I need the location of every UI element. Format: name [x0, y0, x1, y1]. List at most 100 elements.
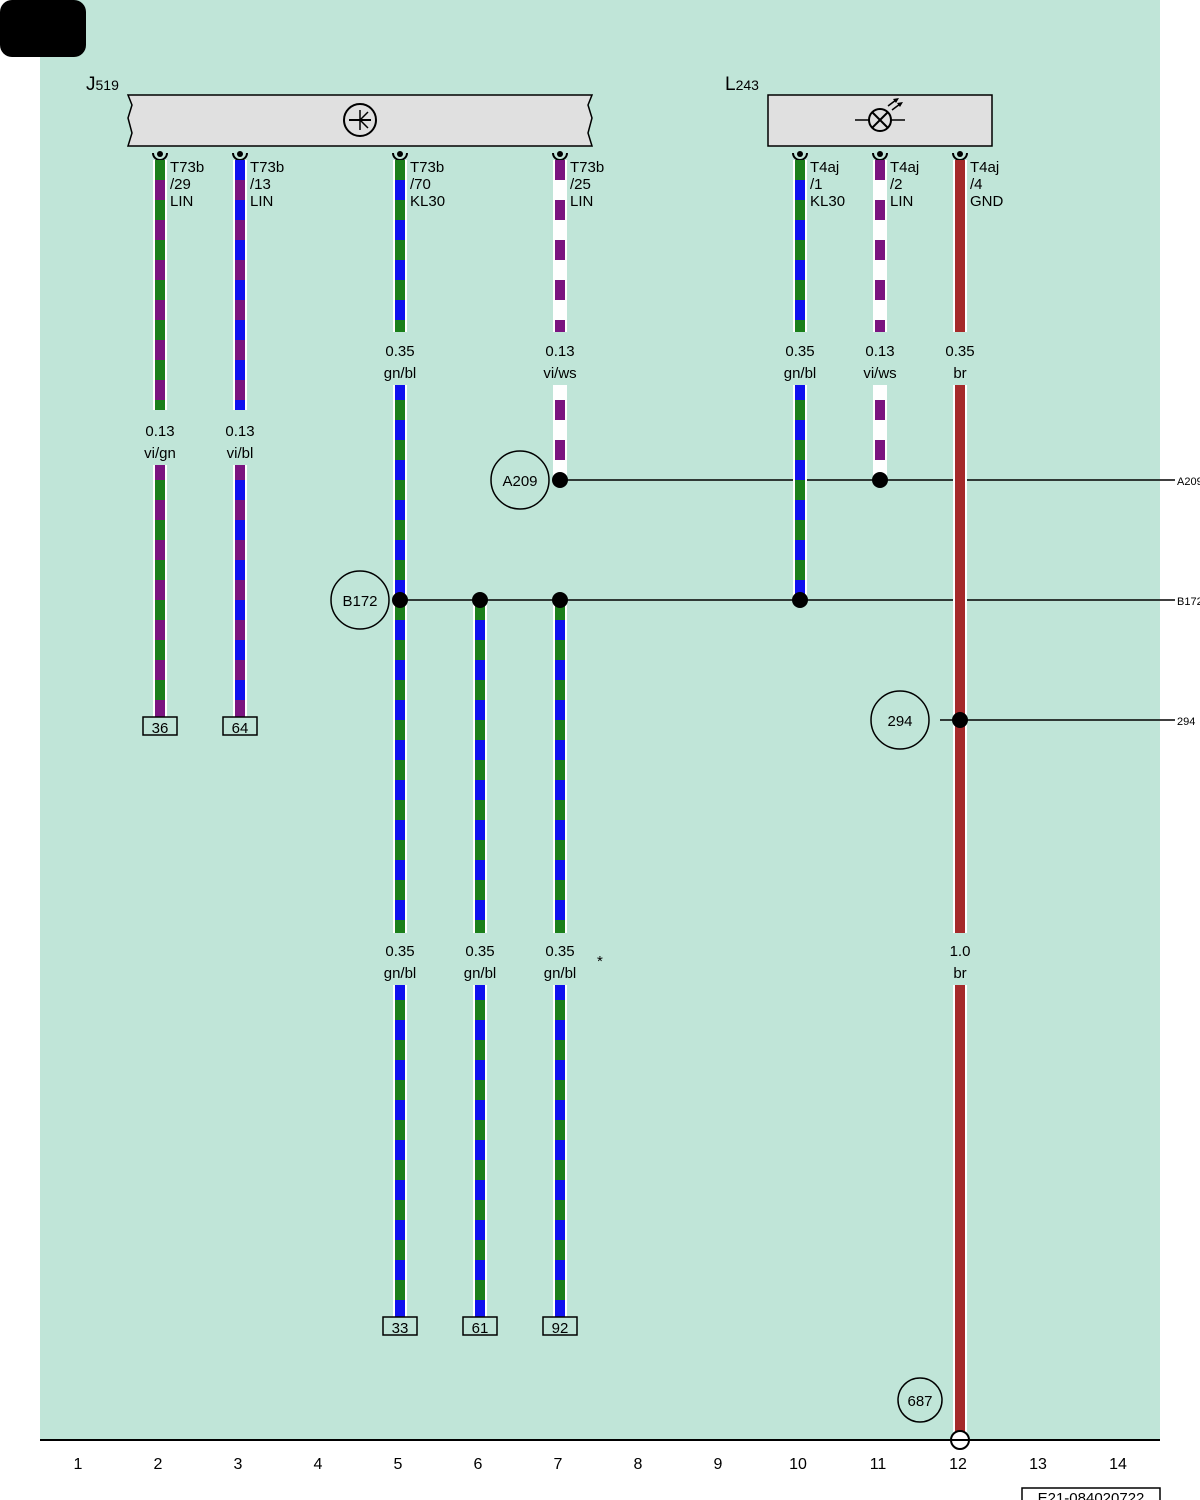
pin-label-signal: LIN	[570, 193, 593, 210]
wire-vi-ws	[875, 385, 885, 480]
wire-gn-bl	[395, 160, 405, 332]
pin-label-signal: KL30	[810, 193, 845, 210]
column-number: 7	[554, 1456, 563, 1473]
terminal-33: 33	[382, 1316, 418, 1337]
document-id-label: E21-084020722	[1038, 1490, 1145, 1500]
junction-294: 294	[870, 690, 930, 750]
wire-color-label: gn/bl	[544, 965, 577, 982]
terminal-label: 61	[472, 1320, 489, 1337]
junction-dot	[472, 592, 488, 608]
pin-label-connector: T73b	[570, 159, 604, 176]
wire-vi-bl	[235, 160, 245, 410]
pin-label-pin: /2	[890, 176, 903, 193]
wire-color-label: gn/bl	[784, 365, 817, 382]
pin-label-connector: T4aj	[970, 159, 999, 176]
pin-label-signal: LIN	[170, 193, 193, 210]
edge-ref-a209: A209	[1177, 476, 1200, 488]
pin-label-connector: T4aj	[890, 159, 919, 176]
column-number: 6	[474, 1456, 483, 1473]
column-number: 1	[74, 1456, 83, 1473]
junction-a209-label: A209	[502, 473, 537, 490]
pin-label-pin: /1	[810, 176, 823, 193]
page-tab	[0, 0, 86, 57]
wire-vi-ws	[875, 160, 885, 332]
lamp-icon	[855, 98, 905, 132]
wire-br	[955, 385, 965, 933]
terminal-label: 33	[392, 1320, 409, 1337]
edge-ref-294: 294	[1177, 716, 1195, 728]
wire-gn-bl	[395, 985, 405, 1317]
junction-687-label: 687	[907, 1393, 932, 1410]
column-number: 13	[1029, 1456, 1047, 1473]
wire-size-label: 0.35	[385, 343, 414, 360]
pin-label-signal: GND	[970, 193, 1004, 210]
pin-labels: T73b /29 LIN T73b /13 LIN T73b /70 KL30 …	[170, 159, 1004, 210]
wire-gn-bl	[795, 385, 805, 600]
pin-label-pin: /4	[970, 176, 983, 193]
terminal-label: 92	[552, 1320, 569, 1337]
wire-gn-bl	[475, 600, 485, 933]
wire-vi-ws	[555, 385, 565, 480]
wire-gn-bl	[555, 985, 565, 1317]
document-id: E21-084020722	[1021, 1487, 1161, 1500]
wire-size-label: 0.35	[385, 943, 414, 960]
wire-color-label: gn/bl	[384, 965, 417, 982]
wire-color-label: vi/bl	[227, 445, 254, 462]
wire-vi-gn	[155, 160, 165, 410]
pin-label-pin: /29	[170, 176, 191, 193]
pin-label-pin: /70	[410, 176, 431, 193]
junction-dot	[792, 592, 808, 608]
junction-dot	[872, 472, 888, 488]
pin-label-connector: T73b	[170, 159, 204, 176]
wire-size-label: 1.0	[950, 943, 971, 960]
junction-687: 687	[897, 1377, 943, 1423]
wire-gn-bl	[555, 600, 565, 933]
column-numbers: 1 2 3 4 5 6 7 8 9 10 11 12 13 14	[74, 1456, 1127, 1473]
terminal-61: 61	[462, 1316, 498, 1337]
junction-a209: A209	[490, 450, 550, 510]
wire-size-label: 0.13	[145, 423, 174, 440]
pin-label-pin: /25	[570, 176, 591, 193]
pin-label-connector: T4aj	[810, 159, 839, 176]
wire-size-label: 0.35	[545, 943, 574, 960]
wire-size-label: 0.13	[225, 423, 254, 440]
pin-label-connector: T73b	[410, 159, 444, 176]
wire-br	[955, 160, 965, 332]
wire-color-label: vi/gn	[144, 445, 176, 462]
wire-labels: 0.13 vi/gn 0.13 vi/bl 0.35 gn/bl 0.13 vi…	[144, 343, 974, 982]
junction-dot	[392, 592, 408, 608]
wire-vi-bl	[235, 465, 245, 717]
junction-dot	[952, 712, 968, 728]
wire-size-label: 0.35	[465, 943, 494, 960]
column-number: 10	[789, 1456, 807, 1473]
column-number: 5	[394, 1456, 403, 1473]
l243-label: L243	[725, 74, 759, 95]
pin-label-signal: KL30	[410, 193, 445, 210]
wire-color-label: vi/ws	[863, 365, 896, 382]
column-number: 14	[1109, 1456, 1127, 1473]
pin-label-pin: /13	[250, 176, 271, 193]
edge-ref-b172: B172	[1177, 596, 1200, 608]
control-unit-icon	[343, 103, 377, 137]
terminal-36: 36	[142, 716, 178, 737]
pin-label-signal: LIN	[250, 193, 273, 210]
terminal-label: 36	[152, 720, 169, 737]
wire-color-label: vi/ws	[543, 365, 576, 382]
wire-size-label: 0.35	[945, 343, 974, 360]
wire-gn-bl	[395, 385, 405, 933]
junction-dot	[552, 472, 568, 488]
column-number: 4	[314, 1456, 323, 1473]
junction-b172-label: B172	[342, 593, 377, 610]
junction-294-label: 294	[887, 713, 912, 730]
junction-dot	[552, 592, 568, 608]
wire-color-label: gn/bl	[464, 965, 497, 982]
wire-vi-ws	[555, 160, 565, 332]
wire-size-label: 0.13	[865, 343, 894, 360]
asterisk-note: *	[597, 953, 603, 970]
junction-b172: B172	[330, 570, 390, 630]
pin-label-signal: LIN	[890, 193, 913, 210]
wire-color-label: gn/bl	[384, 365, 417, 382]
wire-gn-bl	[795, 160, 805, 332]
column-number: 3	[234, 1456, 243, 1473]
